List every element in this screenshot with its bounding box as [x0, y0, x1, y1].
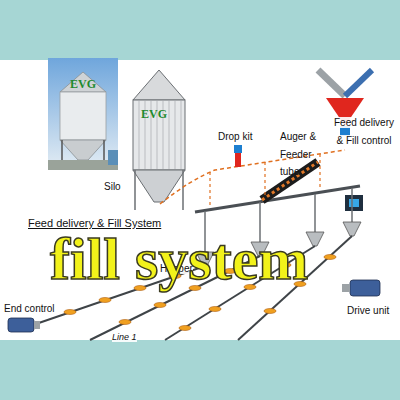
silo-photo — [48, 58, 118, 170]
silo-drawing — [133, 70, 185, 210]
part-name: Feed delivery & Fill control — [331, 112, 397, 147]
part-name: Silo — [104, 176, 134, 194]
orange-drop-marks — [210, 154, 320, 208]
part-name-text: Feed delivery & Fill control — [334, 117, 394, 146]
watermark-text: fill system — [50, 226, 308, 292]
watermark: fill system — [50, 226, 380, 292]
drive-unit-motor — [342, 280, 380, 296]
delivery-path — [160, 150, 345, 204]
brand-mark-text: EVG — [70, 77, 96, 91]
line-name-text: Line 1 — [112, 332, 137, 342]
brand-mark: EVG — [70, 74, 110, 92]
brand-mark: EVG — [141, 104, 181, 122]
line-name: Line 1 — [112, 326, 148, 344]
part-name-text: Drop kit — [218, 131, 252, 142]
part-name: Drive unit — [347, 300, 397, 318]
part-name-text: Auger & Feeder tube — [280, 131, 316, 177]
part-name: Drop kit — [218, 126, 268, 144]
part-name-text: End control — [4, 303, 55, 314]
part-name-text: Silo — [104, 181, 121, 192]
picture-ground — [0, 60, 400, 340]
brand-mark-text: EVG — [141, 107, 167, 121]
end-control-motor — [8, 318, 40, 332]
part-name: Auger & Feeder tube — [280, 126, 332, 179]
part-name-text: Drive unit — [347, 305, 389, 316]
top-band — [0, 0, 400, 60]
drop-kit — [234, 145, 242, 167]
part-name: End control — [4, 298, 64, 316]
bottom-band — [0, 340, 400, 400]
